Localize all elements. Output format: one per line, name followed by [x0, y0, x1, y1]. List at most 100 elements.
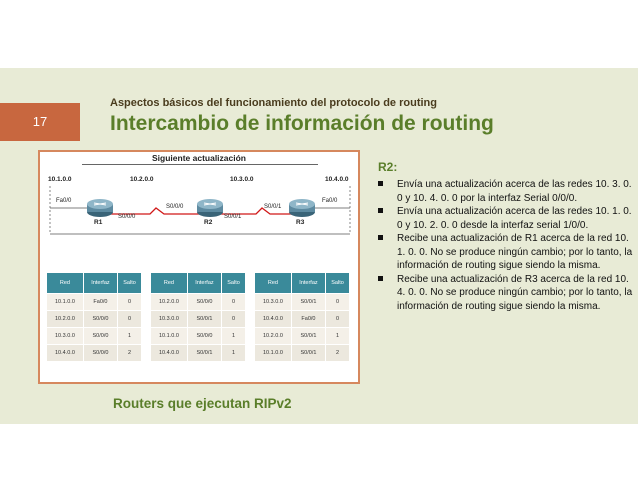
column-header: Red [254, 272, 292, 294]
table-cell: 1 [117, 327, 142, 345]
slide-number: 17 [0, 103, 80, 141]
bullet-text: Envía una actualización acerca de las re… [397, 179, 632, 204]
table-row: 10.2.0.0 S0/0/0 0 [46, 310, 142, 328]
bullet-text: Recibe una actualización de R3 acerca de… [397, 273, 633, 312]
table-row: 10.3.0.0 S0/0/1 0 [254, 293, 350, 311]
network-label-4: 10.4.0.0 [325, 176, 349, 183]
serial-link-r2-r3 [216, 207, 292, 215]
figure-caption: Routers que ejecutan RIPv2 [113, 396, 292, 411]
router-r1-icon [87, 199, 113, 217]
table-cell: S0/0/0 [186, 327, 223, 345]
port-r1-s: S0/0/0 [118, 214, 136, 220]
router-r2-label: R2 [204, 219, 213, 226]
table-row: 10.2.0.0 S0/0/0 0 [150, 293, 246, 311]
port-r3-s: S0/0/1 [264, 204, 282, 210]
table-cell: 10.2.0.0 [150, 293, 188, 311]
table-cell: 10.4.0.0 [254, 310, 292, 328]
table-cell: 0 [221, 310, 246, 328]
table-cell: 0 [325, 310, 350, 328]
slide-title: Intercambio de información de routing [110, 112, 494, 135]
network-label-2: 10.2.0.0 [130, 176, 154, 183]
port-r3-fa: Fa0/0 [322, 198, 338, 204]
square-bullet-icon [378, 181, 383, 187]
table-cell: 10.1.0.0 [150, 327, 188, 345]
table-cell: S0/0/1 [290, 293, 327, 311]
table-cell: S0/0/0 [82, 327, 119, 345]
port-r1-fa: Fa0/0 [56, 198, 72, 204]
table-row: 10.4.0.0 S0/0/0 2 [46, 344, 142, 362]
table-cell: 10.1.0.0 [46, 293, 84, 311]
table-cell: S0/0/1 [290, 327, 327, 345]
table-cell: 10.1.0.0 [254, 344, 292, 362]
router-r2-icon [197, 199, 223, 217]
serial-link-r1-r2 [108, 207, 204, 215]
table-cell: 10.2.0.0 [254, 327, 292, 345]
table-row: 10.4.0.0 Fa0/0 0 [254, 310, 350, 328]
table-cell: 0 [117, 293, 142, 311]
table-row: 10.1.0.0 Fa0/0 0 [46, 293, 142, 311]
table-cell: 0 [325, 293, 350, 311]
router-r3-label: R3 [296, 219, 305, 226]
square-bullet-icon [378, 208, 383, 214]
column-header: Red [150, 272, 188, 294]
list-item: Recibe una actualización de R3 acerca de… [378, 273, 636, 314]
list-item: Envía una actualización acerca de las re… [378, 205, 636, 232]
table-row: 10.1.0.0 S0/0/1 2 [254, 344, 350, 362]
figure-title: Siguiente actualización [152, 153, 246, 163]
table-row: 10.4.0.0 S0/0/1 1 [150, 344, 246, 362]
column-header: Salto [221, 272, 246, 294]
table-cell: 10.4.0.0 [46, 344, 84, 362]
table-row: 10.1.0.0 S0/0/0 1 [150, 327, 246, 345]
square-bullet-icon [378, 235, 383, 241]
slide-subtitle: Aspectos básicos del funcionamiento del … [110, 97, 437, 109]
table-cell: 10.2.0.0 [46, 310, 84, 328]
port-r2-s1: S0/0/1 [224, 214, 242, 220]
panel-title: R2: [378, 160, 398, 174]
router-r3-icon [289, 199, 315, 217]
network-label-3: 10.3.0.0 [230, 176, 254, 183]
table-cell: 0 [117, 310, 142, 328]
table-cell: 1 [325, 327, 350, 345]
table-cell: S0/0/0 [186, 293, 223, 311]
routing-table-r1: Red Interfaz Salto 10.1.0.0 Fa0/0 0 10.2… [46, 272, 142, 362]
network-label-1: 10.1.0.0 [48, 176, 72, 183]
table-cell: 10.3.0.0 [46, 327, 84, 345]
table-cell: 10.3.0.0 [150, 310, 188, 328]
figure-rule [82, 164, 318, 165]
table-cell: S0/0/1 [290, 344, 327, 362]
topology-diagram [49, 186, 351, 235]
table-cell: 2 [325, 344, 350, 362]
column-header: Interfaz [186, 272, 223, 294]
table-cell: Fa0/0 [82, 293, 119, 311]
table-cell: S0/0/0 [82, 310, 119, 328]
table-cell: S0/0/1 [186, 310, 223, 328]
routing-table-r2: Red Interfaz Salto 10.2.0.0 S0/0/0 0 10.… [150, 272, 246, 362]
table-cell: S0/0/0 [82, 344, 119, 362]
list-item: Envía una actualización acerca de las re… [378, 178, 636, 205]
column-header: Interfaz [82, 272, 119, 294]
table-cell: 10.4.0.0 [150, 344, 188, 362]
router-r1-label: R1 [94, 219, 103, 226]
column-header: Interfaz [290, 272, 327, 294]
square-bullet-icon [378, 275, 383, 281]
bullet-list: Envía una actualización acerca de las re… [378, 178, 636, 313]
list-item: Recibe una actualización de R1 acerca de… [378, 232, 636, 273]
table-row: 10.3.0.0 S0/0/0 1 [46, 327, 142, 345]
table-cell: 1 [221, 327, 246, 345]
column-header: Salto [325, 272, 350, 294]
table-cell: 10.3.0.0 [254, 293, 292, 311]
column-header: Red [46, 272, 84, 294]
table-cell: 2 [117, 344, 142, 362]
table-cell: 1 [221, 344, 246, 362]
routing-table-r3: Red Interfaz Salto 10.3.0.0 S0/0/1 0 10.… [254, 272, 350, 362]
bullet-text: Recibe una actualización de R1 acerca de… [397, 233, 633, 272]
bullet-text: Envía una actualización acerca de las re… [397, 206, 632, 231]
port-r2-s0: S0/0/0 [166, 204, 184, 210]
table-row: 10.3.0.0 S0/0/1 0 [150, 310, 246, 328]
table-cell: S0/0/1 [186, 344, 223, 362]
column-header: Salto [117, 272, 142, 294]
table-row: 10.2.0.0 S0/0/1 1 [254, 327, 350, 345]
network-figure: Siguiente actualización 10.1.0.0 10.2.0.… [38, 150, 360, 384]
table-cell: Fa0/0 [290, 310, 327, 328]
table-cell: 0 [221, 293, 246, 311]
